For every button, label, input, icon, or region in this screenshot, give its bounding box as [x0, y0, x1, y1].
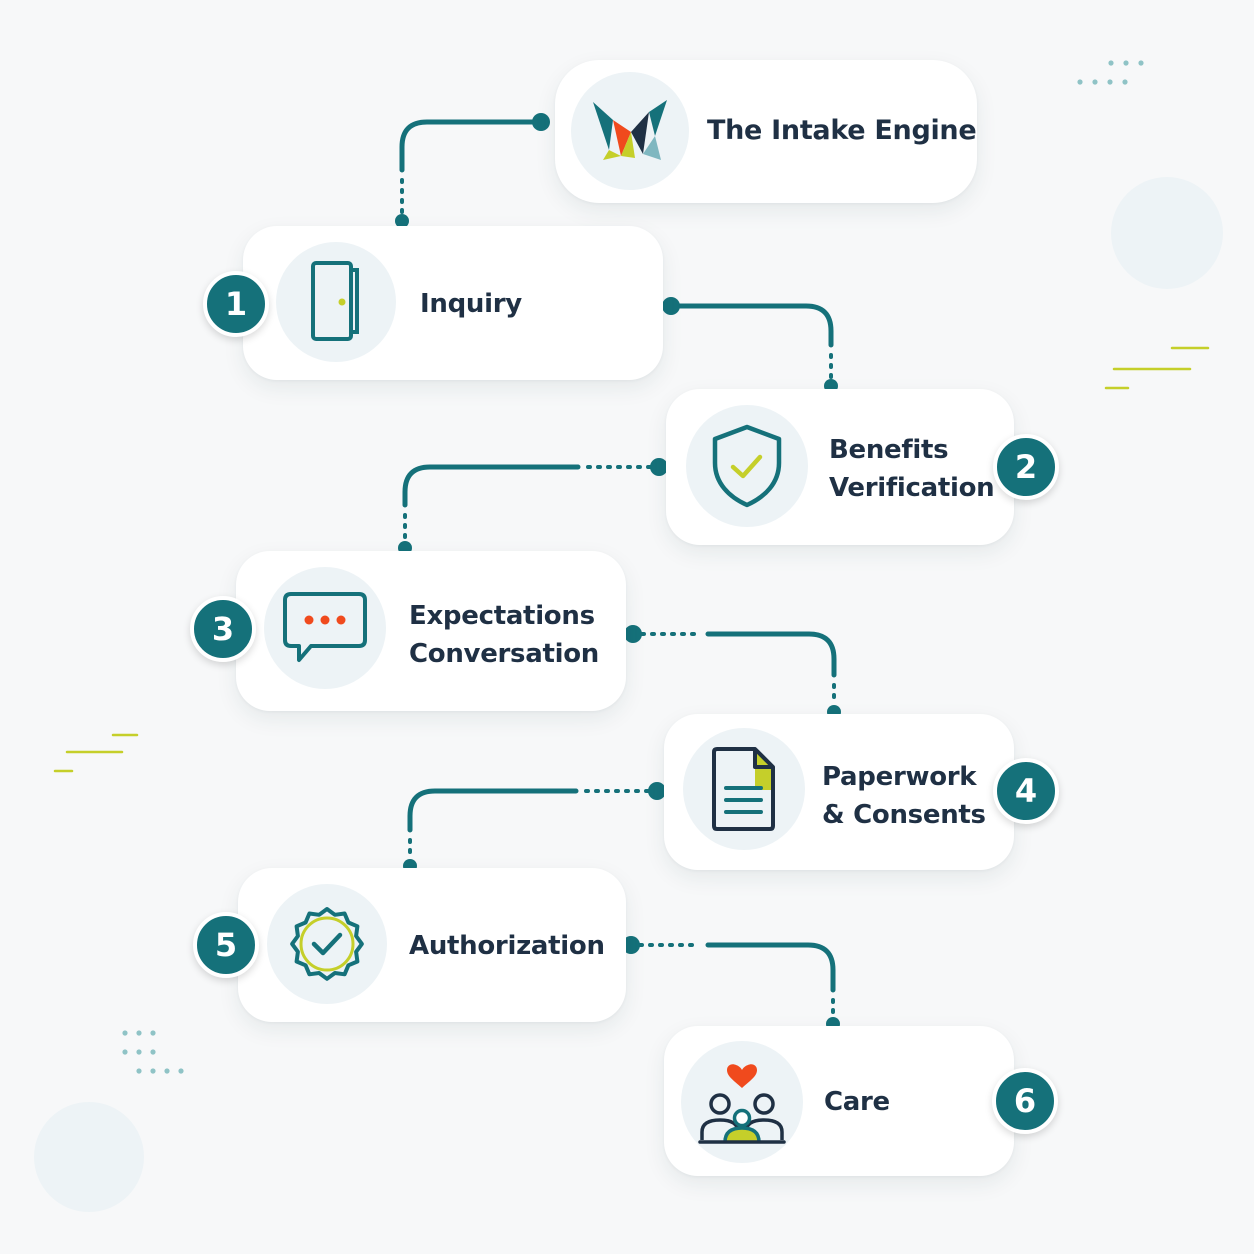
- connector-node: [532, 113, 550, 131]
- connector-line: [668, 303, 834, 348]
- door-icon: [311, 261, 359, 341]
- document-icon: [712, 747, 775, 831]
- decor-dots: [1077, 60, 1144, 85]
- people-heart-icon: [698, 1064, 786, 1144]
- connector-line: [407, 788, 579, 833]
- connector-line: [399, 119, 544, 173]
- connector-line: [705, 942, 836, 993]
- icon-circle: [264, 567, 386, 689]
- connector-node: [650, 458, 668, 476]
- icon-circle: [683, 728, 805, 850]
- icon-circle: [267, 884, 387, 1004]
- badge-check-icon: [290, 907, 364, 981]
- logo-circle: [571, 72, 689, 190]
- decor-circle: [34, 1102, 144, 1212]
- step-card-care: Care: [664, 1026, 1014, 1176]
- connector-node: [622, 936, 640, 954]
- step-card-paperwork-consents: Paperwork & Consents: [664, 714, 1014, 870]
- icon-circle: [276, 242, 396, 362]
- chat-bubble-icon: [283, 592, 367, 662]
- step-badge-5: 5: [193, 912, 259, 978]
- decor-lines: [53, 346, 1210, 773]
- step-card-inquiry: Inquiry: [243, 226, 663, 380]
- step-label: Expectations Conversation: [409, 601, 599, 669]
- connector-node: [624, 625, 642, 643]
- connector-node: [395, 214, 409, 228]
- step-label: Paperwork & Consents: [822, 762, 986, 830]
- step-card-benefits-verification: Benefits Verification: [666, 389, 1014, 545]
- connector-line: [705, 631, 837, 678]
- step-card-expectations-conversation: Expectations Conversation: [236, 551, 626, 711]
- step-card-authorization: Authorization: [238, 868, 626, 1022]
- step-label: Inquiry: [420, 289, 522, 319]
- step-badge-2: 2: [993, 434, 1059, 500]
- step-label: Care: [824, 1087, 890, 1117]
- header-title: The Intake Engine: [707, 115, 977, 146]
- shield-check-icon: [712, 424, 782, 508]
- step-label: Authorization: [409, 931, 605, 961]
- step-badge-1: 1: [203, 271, 269, 337]
- connector-line: [402, 464, 581, 508]
- icon-circle: [686, 405, 808, 527]
- icon-circle: [681, 1041, 803, 1163]
- intake-engine-logo: [593, 100, 667, 160]
- step-badge-6: 6: [992, 1068, 1058, 1134]
- step-badge-3: 3: [190, 596, 256, 662]
- connector-node: [648, 782, 666, 800]
- connector-node: [662, 297, 680, 315]
- step-badge-4: 4: [993, 758, 1059, 824]
- decor-dots: [122, 1030, 184, 1074]
- step-label: Benefits Verification: [829, 435, 995, 503]
- decor-circle: [1111, 177, 1223, 289]
- header-card: The Intake Engine: [555, 60, 977, 203]
